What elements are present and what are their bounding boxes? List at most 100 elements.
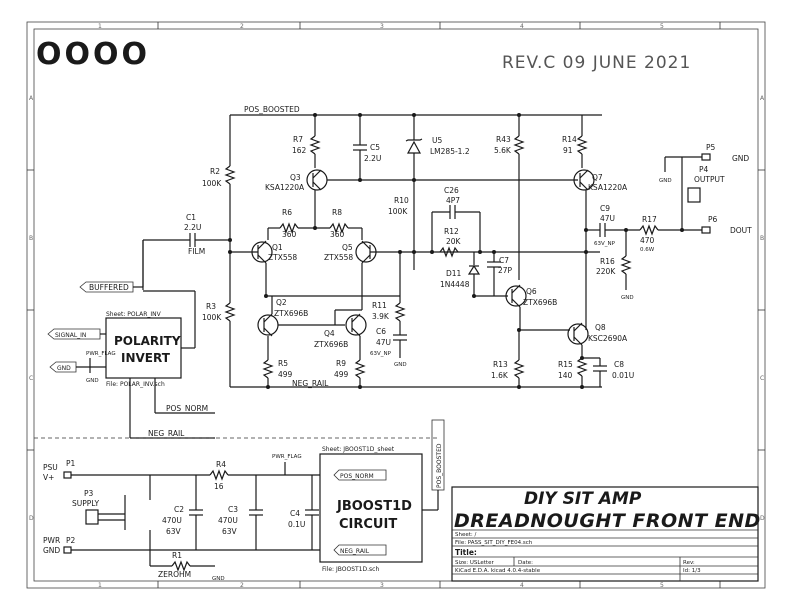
frame-col-3: 3 bbox=[380, 23, 384, 30]
frame-col-4-bottom: 4 bbox=[520, 582, 524, 589]
components-q2-val: ZTX696B bbox=[274, 309, 308, 318]
sheet-polar-inv[interactable]: Sheet: POLAR_INV POLARITY INVERT File: P… bbox=[105, 311, 182, 388]
components-q7-val: KSA1220A bbox=[588, 183, 628, 192]
transistor-q7: Q7 KSA1220A bbox=[573, 169, 628, 192]
components-c6-val: 47U bbox=[376, 338, 391, 347]
components-r7-val: 162 bbox=[292, 146, 307, 155]
capacitor-c1: C1 2.2U FILM bbox=[143, 213, 230, 256]
components-r17-ref: R17 bbox=[642, 215, 657, 224]
title_block-size: Size: USLetter bbox=[455, 560, 494, 566]
components-r10-val: 100K bbox=[388, 207, 408, 216]
components-r15-ref: R15 bbox=[558, 360, 573, 369]
components-c5-ref: C5 bbox=[370, 143, 380, 152]
components-c1-ref: C1 bbox=[186, 213, 196, 222]
sheets-jboost-name: Sheet: JBOOST1D_sheet bbox=[322, 446, 395, 453]
components-r43-ref: R43 bbox=[496, 135, 511, 144]
title_block-sheet: Sheet: / bbox=[455, 532, 477, 538]
title_block-kicad: KiCad E.D.A. kicad 4.0.4-stable bbox=[455, 568, 541, 574]
components-r16-val: 220K bbox=[596, 267, 616, 276]
transistor-q6: Q6 ZTX696B bbox=[505, 284, 557, 308]
frame-row-d-right: D bbox=[760, 515, 765, 522]
components-r4-ref: R4 bbox=[216, 460, 226, 469]
components-p3-ref: P3 bbox=[84, 489, 94, 498]
sheets-jboost-pin_neg_rail: NEG_RAIL bbox=[340, 548, 370, 555]
components-q1-val: ZTX558 bbox=[268, 253, 297, 262]
sheet-pin-neg-rail: NEG_RAIL bbox=[333, 544, 387, 556]
sheet-jboost1d[interactable]: Sheet: JBOOST1D_sheet JBOOST1D CIRCUIT F… bbox=[319, 446, 423, 573]
nets-gnd_small: GND bbox=[212, 576, 225, 582]
components-c5-val: 2.2U bbox=[364, 154, 381, 163]
resistor-r8: R8 360 bbox=[329, 208, 362, 239]
components-r15-val: 140 bbox=[558, 371, 573, 380]
resistor-r6: R6 360 bbox=[268, 208, 330, 239]
frame-row-b-right: B bbox=[760, 235, 764, 242]
capacitor-c7: C7 27P bbox=[487, 252, 513, 296]
components-p5-ref: P5 bbox=[706, 143, 716, 152]
components-r13-ref: R13 bbox=[493, 360, 508, 369]
nets-gnd_small: GND bbox=[659, 178, 672, 184]
net-label-neg-rail: NEG_RAIL bbox=[292, 379, 329, 388]
components-p1-val: PSU bbox=[43, 463, 58, 472]
nets-pwr_flag: PWR_FLAG bbox=[86, 351, 116, 357]
components-p4-val: OUTPUT bbox=[694, 175, 725, 184]
components-r17-extra: 0.6W bbox=[640, 247, 655, 253]
nets-neg_rail: NEG_RAIL bbox=[148, 429, 185, 438]
components-q6-ref: Q6 bbox=[526, 287, 537, 296]
net-label-pos-boosted: POS_BOOSTED bbox=[244, 105, 300, 114]
components-r7-ref: R7 bbox=[293, 135, 303, 144]
frame-col-4: 4 bbox=[520, 23, 524, 30]
resistor-r11: R11 3.9K bbox=[372, 252, 406, 335]
reference-u5: U5 LM285-1.2 bbox=[405, 115, 470, 270]
components-p1-ref: P1 bbox=[66, 459, 76, 468]
components-q4-ref: Q4 bbox=[324, 329, 335, 338]
components-r8-ref: R8 bbox=[332, 208, 342, 217]
components-c6-extra: 63V_NP bbox=[370, 351, 392, 357]
components-r2-val: 100K bbox=[202, 179, 222, 188]
connector-p5: P5 GND GND bbox=[659, 143, 749, 184]
sheets-polar-title2: INVERT bbox=[121, 351, 171, 365]
pwr-flag-psu: PWR_FLAG bbox=[272, 454, 302, 460]
components-r3-val: 100K bbox=[202, 313, 222, 322]
resistor-r13: R13 1.6K bbox=[491, 330, 525, 387]
frame-col-2-bottom: 2 bbox=[240, 582, 244, 589]
transistor-q2: Q2 ZTX696B bbox=[257, 298, 308, 337]
components-q1-ref: Q1 bbox=[272, 243, 283, 252]
pos-norm-neg-rail-leads: POS_NORM NEG_RAIL bbox=[129, 378, 215, 439]
nets-pos_boosted: POS_BOOSTED bbox=[436, 443, 443, 488]
neg-rail: NEG_RAIL bbox=[230, 379, 602, 388]
title_block-date: Date: bbox=[518, 560, 533, 566]
components-u5-val: LM285-1.2 bbox=[430, 147, 470, 156]
resistor-r1: R1 ZEROHM GND bbox=[150, 551, 225, 582]
components-q6-val: ZTX696B bbox=[523, 298, 557, 307]
frame-row-b: B bbox=[29, 235, 33, 242]
revision-text: REV.C 09 JUNE 2021 bbox=[502, 53, 691, 73]
resistor-r16: R16 220K GND bbox=[596, 230, 634, 301]
components-c1-extra: FILM bbox=[188, 247, 205, 256]
components-p4-ref: P4 bbox=[699, 165, 709, 174]
sheets-polar-name: Sheet: POLAR_INV bbox=[106, 311, 162, 318]
sheet-pin-pos-norm: POS_NORM bbox=[333, 469, 387, 481]
components-r43-val: 5.6K bbox=[494, 146, 512, 155]
resistor-r14: R14 91 bbox=[562, 115, 588, 168]
nets-gnd_small: GND bbox=[621, 295, 634, 301]
components-q3-ref: Q3 bbox=[290, 173, 301, 182]
transistor-q8: Q8 KSC2690A bbox=[567, 322, 628, 346]
junction-dots bbox=[228, 113, 684, 389]
components-r6-val: 360 bbox=[282, 230, 297, 239]
connector-p4: P4 OUTPUT bbox=[681, 157, 725, 230]
nets-buffered: BUFFERED bbox=[89, 283, 129, 292]
connector-p1: PSU P1 V+ bbox=[43, 459, 210, 482]
components-r6-ref: R6 bbox=[282, 208, 292, 217]
nets-gnd_small: GND bbox=[86, 378, 99, 384]
transistor-q1: Q1 ZTX558 bbox=[230, 240, 297, 264]
components-d11-val: 1N4448 bbox=[440, 280, 470, 289]
components-c3-ref: C3 bbox=[228, 505, 238, 514]
components-c9-extra: 63V_NP bbox=[594, 241, 616, 247]
sheets-polar-title: POLARITY bbox=[114, 334, 181, 348]
components-c26-val: 4P7 bbox=[446, 196, 460, 205]
components-r12-ref: R12 bbox=[444, 227, 459, 236]
components-q2-ref: Q2 bbox=[276, 298, 287, 307]
components-q8-ref: Q8 bbox=[595, 323, 606, 332]
